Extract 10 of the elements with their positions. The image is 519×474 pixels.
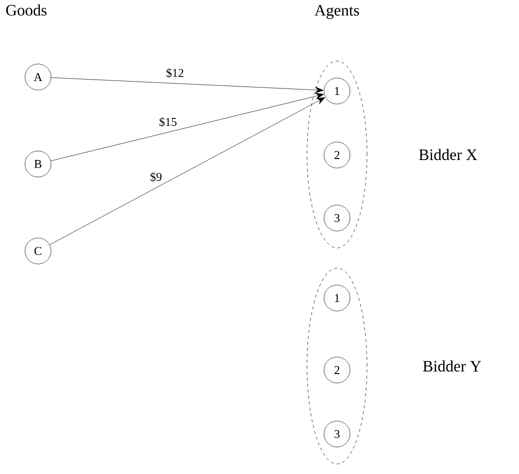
edge-label: $12 — [165, 67, 185, 79]
group-label: Bidder X — [419, 148, 478, 160]
group-label: Bidder Y — [423, 360, 482, 372]
edge-label: $15 — [158, 116, 178, 128]
column-heading: Goods — [6, 4, 47, 16]
edge-label: $9 — [149, 171, 163, 183]
arrow — [50, 92, 324, 162]
column-heading: Agents — [314, 5, 359, 19]
arrow — [49, 97, 326, 245]
arrow — [50, 77, 324, 94]
